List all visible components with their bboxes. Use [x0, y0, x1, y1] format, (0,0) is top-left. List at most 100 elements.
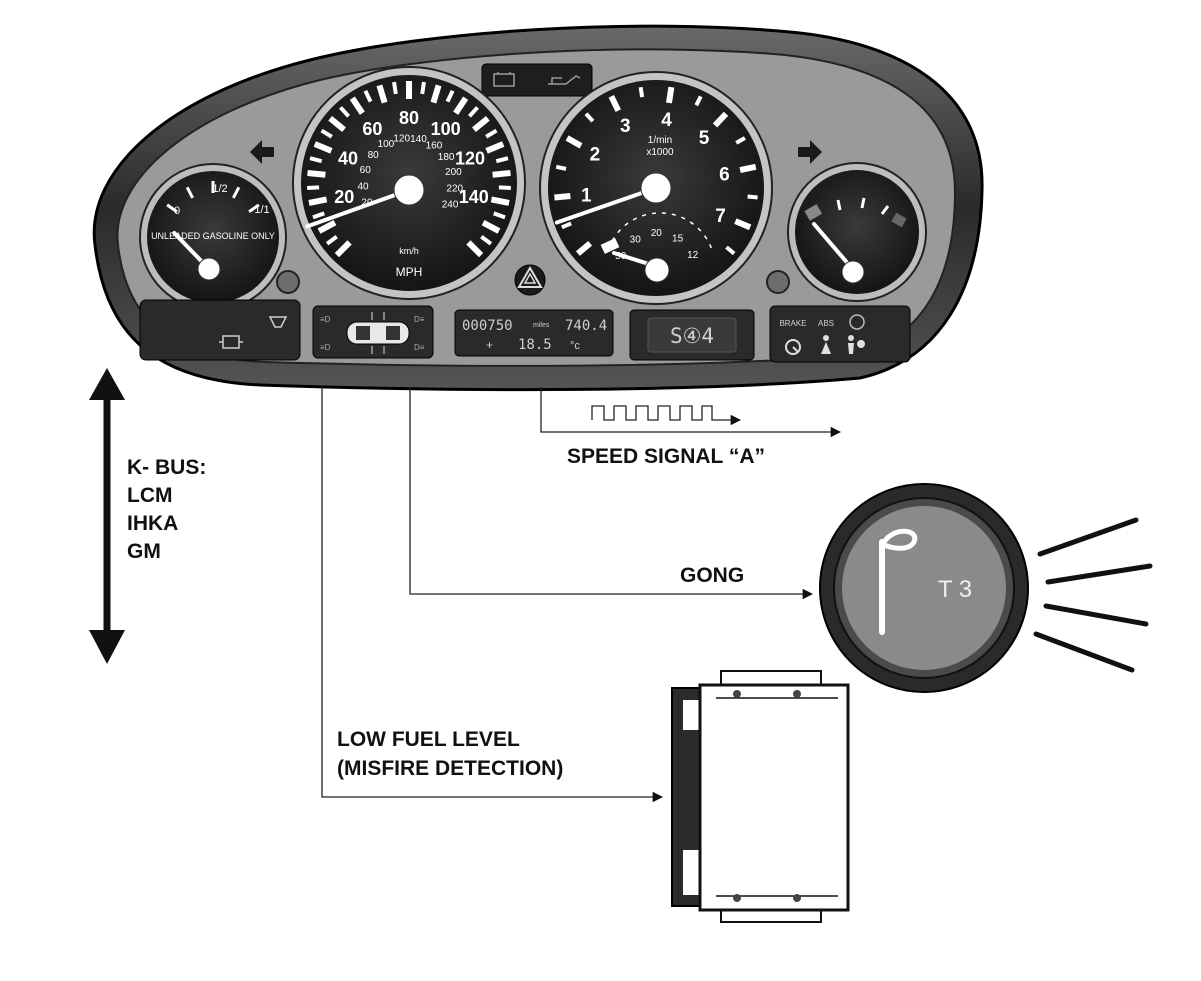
- speedometer-ticks: [307, 81, 511, 258]
- speed-tick: [328, 115, 346, 133]
- check-engine-icon: [219, 335, 243, 349]
- speed-mph-label: 140: [459, 187, 489, 207]
- signal-lines: [321, 387, 842, 803]
- speed-tick: [480, 235, 493, 246]
- brake-warning-label: BRAKE: [779, 319, 806, 328]
- k-bus-item-lcm: LCM: [127, 484, 173, 507]
- svg-text:≡D: ≡D: [320, 315, 331, 324]
- fuel-tick-label-full: 1/1: [254, 204, 269, 216]
- economy-needle: [612, 251, 654, 267]
- speed-tick: [309, 156, 323, 164]
- outside-temp-unit: °c: [570, 340, 580, 352]
- tach-tick: [747, 194, 758, 200]
- speed-kmh-label: 160: [426, 140, 443, 151]
- speed-tick: [472, 115, 490, 133]
- tach-label: 3: [620, 116, 631, 137]
- speed-tick: [320, 128, 333, 139]
- tach-tick: [712, 111, 729, 128]
- low-fuel-signal-line: [321, 387, 664, 803]
- speed-mph-label: 40: [338, 149, 358, 169]
- speed-mph-label: 60: [362, 119, 382, 139]
- k-bus-item-ihka: IHKA: [127, 512, 179, 535]
- tach-label: 4: [661, 110, 672, 131]
- low-fuel-label-line2: (MISFIRE DETECTION): [337, 757, 564, 780]
- speed-tick: [485, 141, 505, 154]
- low-fuel-label: LOW FUEL LEVEL (MISFIRE DETECTION): [337, 725, 563, 783]
- economy-label: 30: [630, 234, 642, 245]
- speed-tick: [420, 81, 426, 95]
- speed-tick: [498, 185, 511, 191]
- gong-signal-line: [409, 387, 814, 600]
- tach-tick: [694, 95, 703, 107]
- tach-tick: [739, 163, 757, 174]
- seatbelt-icon: [821, 335, 831, 354]
- left-reset-knob: [276, 270, 300, 294]
- speed-kmh-label: 140: [410, 134, 427, 145]
- tach-label: 2: [590, 145, 601, 166]
- speed-pulse-train: [591, 405, 742, 426]
- outside-temp-sign: +: [486, 338, 493, 352]
- right-reset-knob: [766, 270, 790, 294]
- odometer-display: 000750 miles 740.4 + 18.5 °c: [454, 309, 614, 357]
- fuel-tick-label-half: 1/2: [212, 183, 227, 195]
- speed-tick: [493, 211, 506, 220]
- speedometer-unit-kmh: km/h: [399, 246, 419, 256]
- speed-tick: [334, 240, 352, 258]
- svg-text:≡D: ≡D: [320, 343, 331, 352]
- speed-tick: [492, 170, 511, 178]
- economy-label: 12: [687, 250, 699, 261]
- speed-kmh-label: 60: [360, 165, 372, 176]
- speed-tick: [307, 170, 326, 178]
- gear-display: S④4: [629, 309, 755, 361]
- odometer-trip: 740.4: [565, 318, 607, 334]
- car-doors-icon: [346, 312, 410, 354]
- speed-tick: [481, 219, 501, 234]
- speed-tick: [495, 156, 509, 164]
- speed-tick: [467, 106, 479, 118]
- tachometer-unit-line2: x1000: [646, 147, 674, 158]
- k-bus-arrow: [89, 368, 125, 664]
- speed-tick: [308, 196, 328, 206]
- odometer-miles-unit: miles: [533, 322, 550, 329]
- fuel-tick: [166, 203, 178, 213]
- speed-mph-label: 20: [334, 187, 354, 207]
- tach-tick: [565, 135, 583, 149]
- tach-label: 6: [719, 164, 730, 185]
- speed-kmh-label: 180: [438, 152, 455, 163]
- speedometer-unit-mph: MPH: [396, 265, 423, 279]
- brake-warning-icon: [785, 339, 801, 355]
- speed-tick: [317, 219, 337, 234]
- fuel-gauge-ticks: [166, 181, 260, 213]
- speedometer-needle: [305, 188, 411, 229]
- speed-tick: [445, 89, 455, 103]
- speed-signal-line: [540, 387, 842, 438]
- gong-label: GONG: [680, 564, 745, 587]
- speed-tick: [363, 89, 373, 103]
- tach-tick: [638, 86, 645, 98]
- fuel-tick: [185, 186, 195, 199]
- oil-pressure-icon: [548, 75, 581, 85]
- tach-tick: [734, 218, 752, 231]
- speed-tick: [490, 196, 510, 206]
- svg-text:D≡: D≡: [414, 343, 425, 352]
- tach-tick: [608, 95, 621, 113]
- tachometer-unit-line1: 1/min: [648, 135, 672, 146]
- tach-tick: [735, 136, 746, 145]
- speed-tick: [339, 106, 351, 118]
- tach-tick: [725, 245, 736, 256]
- k-bus-item-gm: GM: [127, 540, 161, 563]
- tach-tick: [555, 164, 567, 171]
- tachometer-needle: [554, 186, 658, 225]
- fuel-gauge-caption: UNLEADED GASOLINE ONLY: [151, 231, 275, 241]
- fuel-tick: [231, 186, 241, 199]
- tach-label: 1: [581, 186, 592, 207]
- svg-text:D≡: D≡: [414, 315, 425, 324]
- tach-label: 5: [699, 128, 710, 149]
- speed-signal-label: SPEED SIGNAL “A”: [567, 445, 765, 468]
- battery-icon: [493, 72, 515, 87]
- speed-tick: [312, 211, 325, 220]
- gear-indicator: S④4: [670, 324, 714, 348]
- right-turn-arrow-icon: [798, 140, 822, 164]
